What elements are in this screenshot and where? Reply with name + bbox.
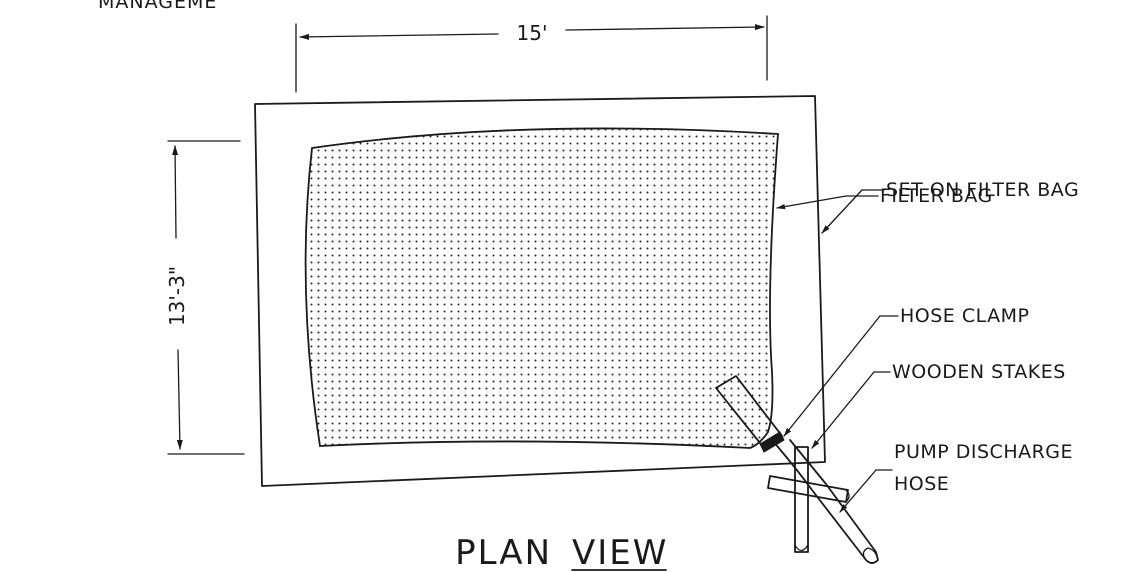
label-filter-bag: FILTER BAG (880, 185, 993, 207)
leader-set-on-filter-bag: SET ON FILTER BAG (821, 179, 1079, 234)
title-view: VIEW (572, 533, 668, 572)
wooden-stakes (767, 446, 850, 553)
width-dimension: 15' (295, 15, 768, 93)
label-pump-discharge: PUMP DISCHARGE (894, 441, 1073, 463)
label-hose-clamp: HOSE CLAMP (900, 305, 1029, 327)
title-plan: PLAN (455, 533, 552, 572)
leader-pump-discharge-hose: PUMP DISCHARGE HOSE (839, 441, 1073, 513)
width-dimension-label: 15' (517, 21, 548, 45)
label-hose: HOSE (894, 473, 949, 495)
hose-inlet (715, 375, 785, 453)
leader-filter-bag: FILTER BAG (776, 185, 993, 210)
hose-clamp (759, 431, 785, 453)
height-dimension-label: 13'-3" (165, 266, 189, 326)
height-dimension: 13'-3" (165, 140, 245, 455)
outer-sheet (254, 95, 826, 487)
leader-wooden-stakes: WOODEN STAKES (811, 361, 1066, 449)
filter-bag (304, 127, 779, 449)
drawing-title: PLAN VIEW (455, 533, 668, 572)
label-set-on-filter-bag: SET ON FILTER BAG (886, 179, 1079, 201)
label-wooden-stakes: WOODEN STAKES (892, 361, 1066, 383)
header-fragment: MANAGEME (98, 0, 217, 13)
leader-hose-clamp: HOSE CLAMP (783, 305, 1029, 437)
